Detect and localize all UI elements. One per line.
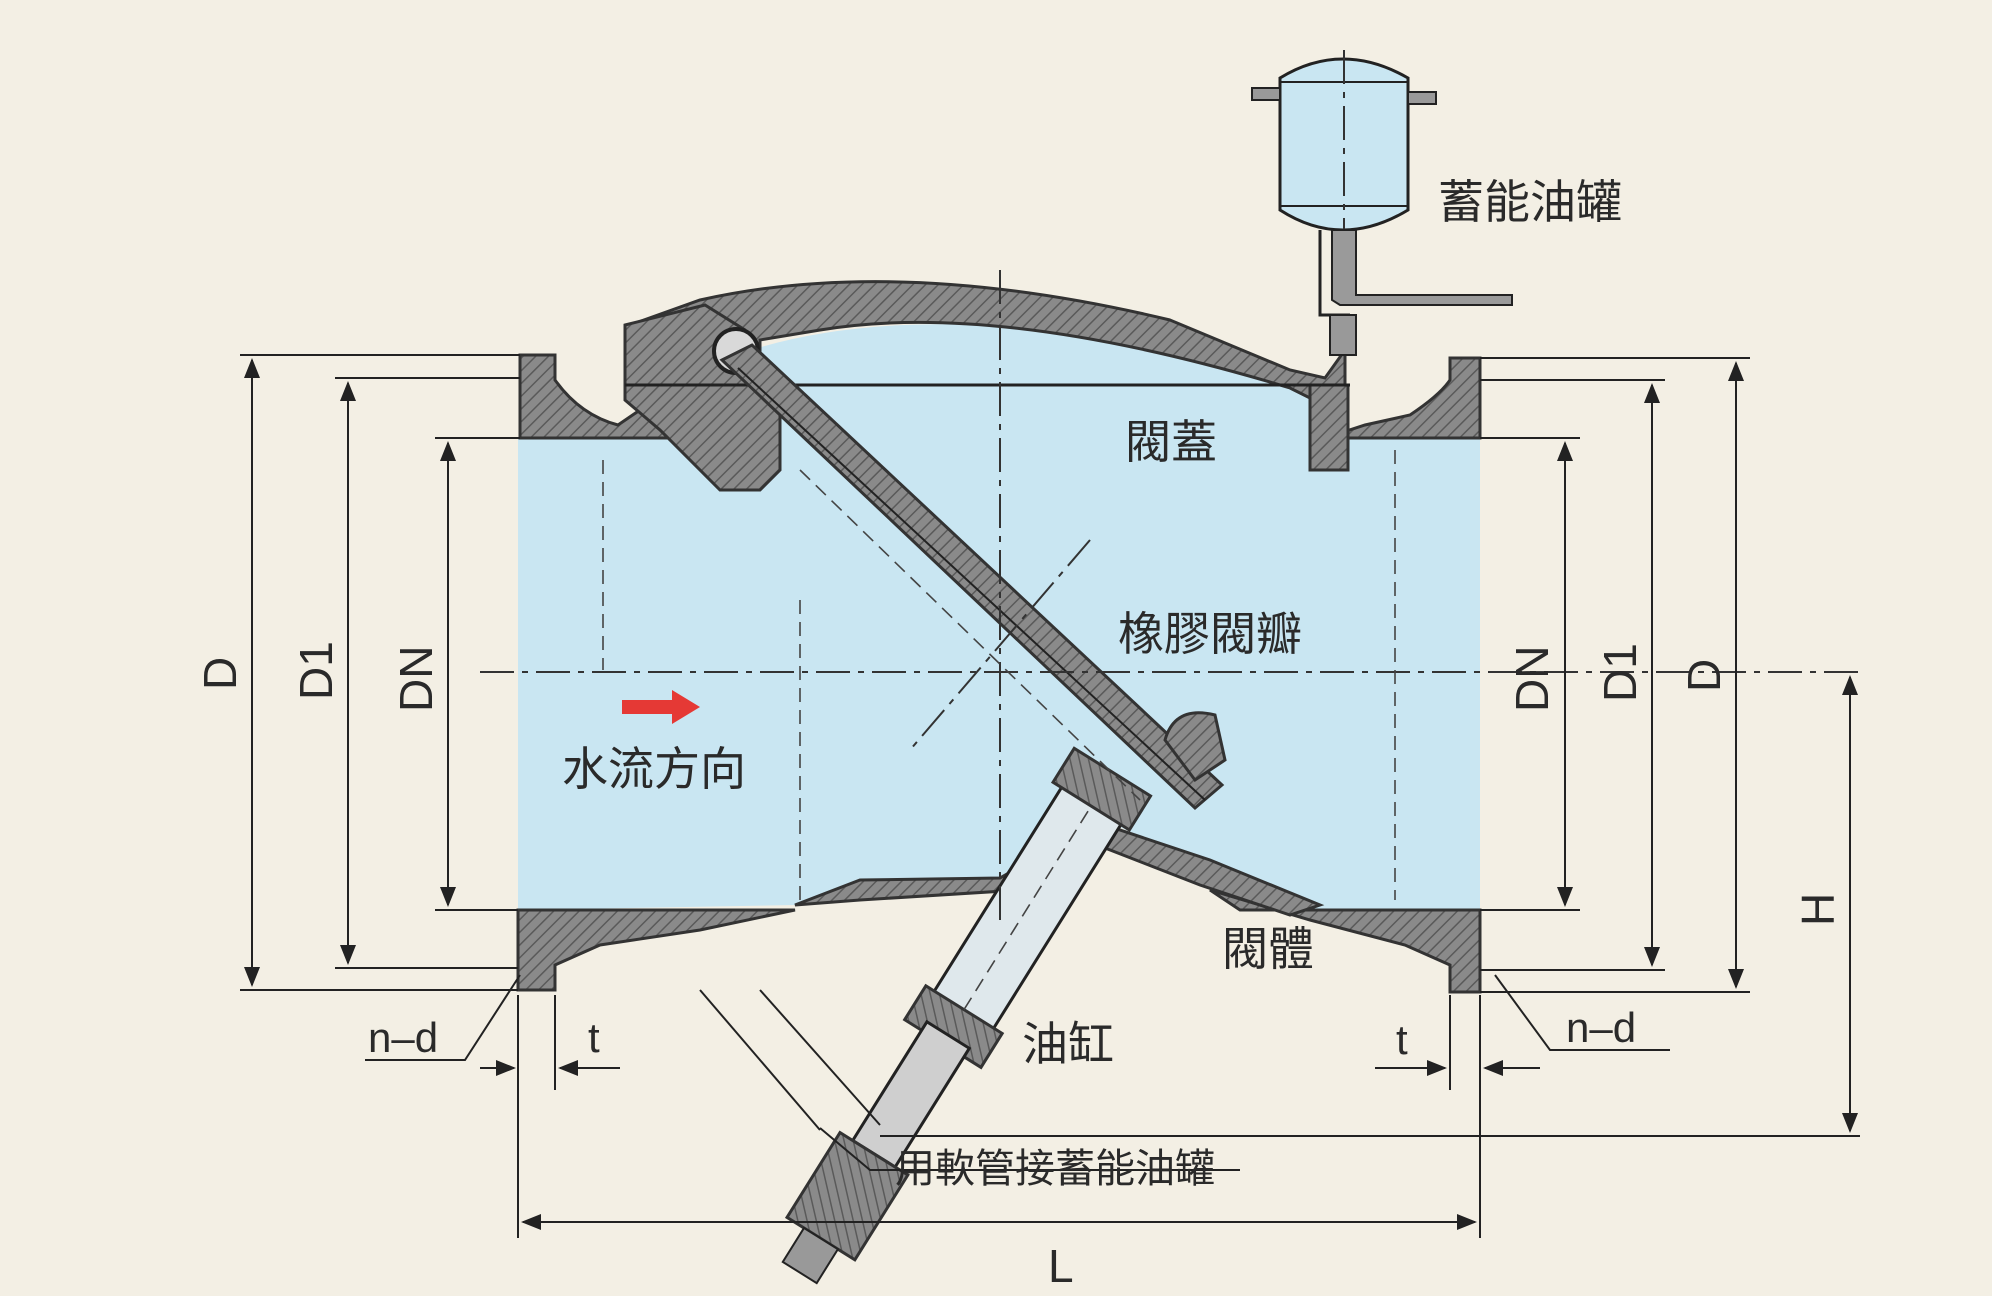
arrow-right-icon	[622, 690, 700, 724]
disc-knob	[1163, 711, 1227, 783]
right-flange-bottom	[1209, 888, 1482, 994]
dim-t-right: t	[1396, 1016, 1408, 1063]
right-flange-top	[1324, 356, 1482, 440]
dim-H: H	[1792, 893, 1844, 926]
label-body: 閥體	[1222, 922, 1314, 976]
dim-D-right: D	[1678, 659, 1730, 692]
dim-D1-left: D1	[290, 641, 342, 700]
dim-L: L	[1048, 1240, 1074, 1292]
label-cylinder: 油缸	[1022, 1017, 1114, 1071]
label-disc: 橡膠閥瓣	[1118, 607, 1302, 661]
cover-seat-right	[1308, 383, 1350, 472]
dim-D-left: D	[194, 657, 246, 690]
rubber-disc	[719, 343, 1225, 811]
label-tank: 蓄能油罐	[1438, 175, 1622, 229]
accumulator-tank	[1251, 50, 1513, 356]
dim-nd-right: n–d	[1566, 1004, 1636, 1051]
label-hose: 用軟管接蓄能油罐	[895, 1146, 1215, 1192]
left-flange-bottom	[516, 908, 796, 992]
label-flow: 水流方向	[562, 742, 746, 796]
dim-D1-right: D1	[1594, 643, 1646, 702]
dim-DN-left: DN	[390, 646, 442, 712]
label-cover: 閥蓋	[1125, 415, 1217, 469]
dim-nd-left: n–d	[368, 1014, 438, 1061]
dim-t-left: t	[588, 1014, 600, 1061]
dim-DN-right: DN	[1506, 646, 1558, 712]
